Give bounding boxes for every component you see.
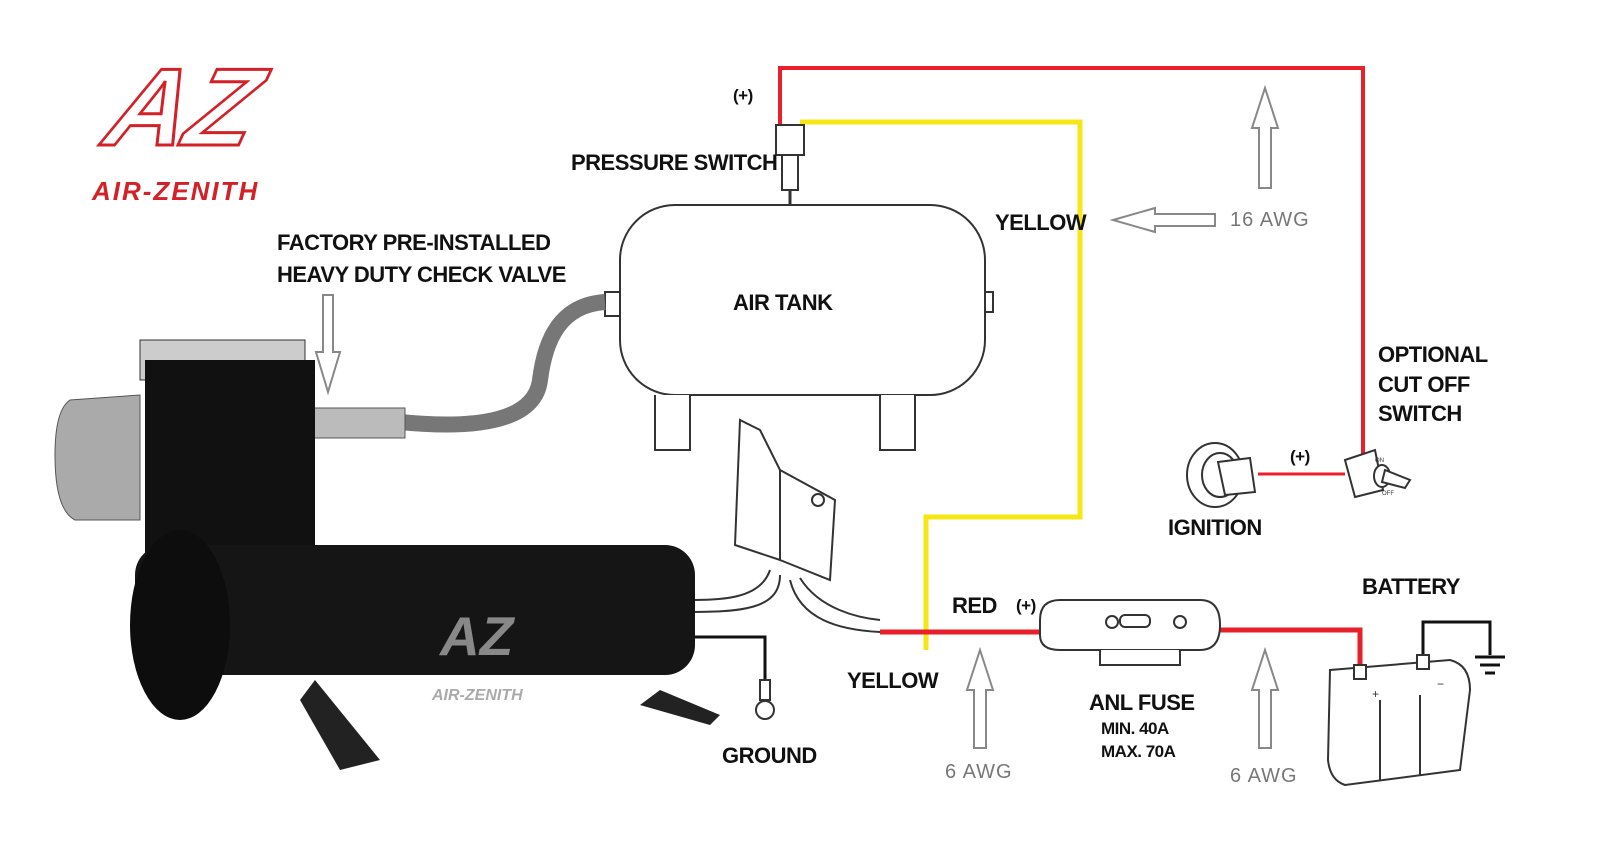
yellow-wire-pressure-switch (800, 119, 1083, 650)
awg-6-label-left: 6 AWG (945, 761, 1013, 783)
arrow-up-6awg-right (1250, 646, 1280, 749)
optional-switch-label-line2: CUT OFF (1378, 372, 1470, 397)
awg-16-label: 16 AWG (1230, 209, 1310, 231)
arrow-up-6awg-left (965, 646, 995, 749)
check-valve-label-line1: FACTORY PRE-INSTALLED (277, 230, 550, 255)
awg-6-label-right: 6 AWG (1230, 765, 1298, 787)
pressure-switch-label: PRESSURE SWITCH (571, 150, 777, 175)
ground-symbol-icon (1475, 655, 1505, 675)
logo-brand: AIR-ZENITH (91, 176, 259, 206)
ignition-key-icon (1186, 442, 1257, 508)
black-wire-battery-ground (1421, 620, 1492, 655)
braided-hose (399, 294, 606, 433)
plus-label-top: (+) (733, 86, 753, 105)
battery-label: BATTERY (1362, 574, 1461, 599)
plus-label-ignition: (+) (1290, 447, 1310, 466)
cutoff-toggle-switch-icon: ON OFF (1343, 448, 1412, 499)
ground-label: GROUND (722, 743, 817, 768)
compressor: AZ AIR-ZENITH (54, 339, 720, 770)
battery-negative-mark: − (1437, 677, 1444, 691)
air-tank-label: AIR TANK (733, 290, 833, 315)
yellow-label-top: YELLOW (995, 210, 1087, 235)
fuse-max-label: MAX. 70A (1101, 742, 1176, 761)
logo-mark: AZ (92, 46, 278, 169)
arrow-left-16awg (1109, 206, 1216, 234)
air-zenith-logo: AZ AIR-ZENITH (90, 44, 279, 206)
anl-fuse-icon (1039, 599, 1222, 666)
arrow-up-16awg (1250, 84, 1280, 189)
check-valve-fitting (309, 407, 406, 439)
yellow-label-bottom: YELLOW (847, 668, 939, 693)
compressor-logo-brand: AIR-ZENITH (431, 687, 523, 704)
switch-off-mark: OFF (1382, 491, 1394, 497)
black-wire-compressor-ground (690, 635, 767, 690)
anl-fuse-label: ANL FUSE (1089, 690, 1195, 715)
pressure-switch-icon (775, 124, 805, 206)
fuse-min-label: MIN. 40A (1101, 719, 1169, 738)
battery-icon: + − (1326, 654, 1472, 787)
arrow-down-check-valve (314, 294, 342, 396)
red-wire-fuse-to-battery (1215, 627, 1363, 665)
ring-terminal-icon (755, 679, 775, 720)
red-wire-pressure-switch-to-cutoff (778, 66, 1365, 455)
compressor-logo-mark: AZ (438, 605, 516, 667)
plus-label-red: (+) (1016, 596, 1036, 615)
optional-switch-label-line3: SWITCH (1378, 401, 1462, 426)
optional-switch-label-line1: OPTIONAL (1378, 342, 1488, 367)
ignition-label: IGNITION (1168, 515, 1262, 540)
relay-wires (684, 569, 881, 633)
switch-on-mark: ON (1375, 458, 1384, 464)
battery-positive-mark: + (1372, 687, 1379, 701)
red-label: RED (952, 593, 997, 618)
air-tank (604, 204, 994, 451)
relay-bracket-icon (733, 418, 837, 582)
check-valve-label-line2: HEAVY DUTY CHECK VALVE (277, 262, 566, 287)
